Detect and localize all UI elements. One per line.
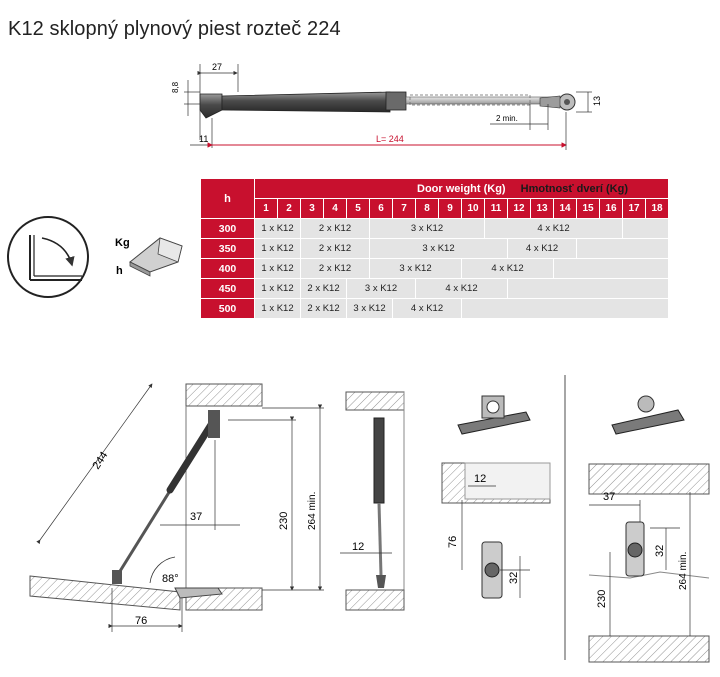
dim-32-right: 32 [654, 545, 666, 557]
column-header: 18 [645, 198, 669, 219]
dim-37-right: 37 [603, 491, 615, 503]
dim-76-bracket: 76 [447, 536, 459, 548]
dim-76-left: 76 [135, 615, 147, 627]
table-cell [576, 238, 669, 259]
column-header: 12 [507, 198, 531, 219]
door-weight-table: h Door weight (Kg) Hmotnosť dverí (Kg) 1… [200, 178, 669, 319]
table-cell: 1 x K12 [254, 298, 301, 319]
column-header: 1 [254, 198, 278, 219]
table-cell: 2 x K12 [300, 258, 370, 279]
table-cell: 4 x K12 [392, 298, 462, 319]
column-header: 13 [530, 198, 554, 219]
dim-37-left: 37 [190, 511, 202, 523]
column-header: 3 [300, 198, 324, 219]
table-cell: 1 x K12 [254, 258, 301, 279]
dim-88-deg: 88° [162, 573, 179, 585]
side-view-drawing: 12 [340, 391, 405, 611]
table-cell: 3 x K12 [346, 278, 416, 299]
dim-13: 13 [592, 96, 602, 106]
column-header: 17 [622, 198, 646, 219]
column-header: 10 [461, 198, 485, 219]
dim-230-right: 230 [596, 590, 608, 608]
column-header: 5 [346, 198, 370, 219]
table-cell: 1 x K12 [254, 218, 301, 239]
table-cell: 1 x K12 [254, 238, 301, 259]
table-cell: 4 x K12 [415, 278, 508, 299]
bottom-install-drawing: 244 37 230 264 min. 88° 76 [29, 383, 324, 632]
dim-12-side: 12 [352, 541, 364, 553]
dim-230-left: 230 [278, 512, 290, 530]
mount-bracket-middle: 12 76 32 [441, 395, 551, 599]
dim-length: L= 244 [376, 134, 404, 144]
table-cell: 3 x K12 [369, 258, 462, 279]
column-header: 15 [576, 198, 600, 219]
top-piston-drawing: 27 8,8 11 L= 244 2 min. 13 [171, 62, 602, 150]
dim-264-left: 264 min. [307, 492, 318, 530]
door-weight-header: Door weight (Kg) Hmotnosť dverí (Kg) [254, 178, 669, 199]
dim-244-diag: 244 [90, 450, 110, 472]
door-weight-label: Door weight (Kg) [417, 182, 506, 195]
table-cell: 4 x K12 [484, 218, 623, 239]
dim-12-bracket: 12 [474, 473, 486, 485]
table-cell [622, 218, 669, 239]
table-cell: 4 x K12 [507, 238, 577, 259]
dim-8-8: 8,8 [171, 81, 180, 93]
row-h-value: 350 [200, 238, 255, 259]
table-cell: 4 x K12 [461, 258, 554, 279]
mount-bracket-right: 37 32 230 264 min. [588, 395, 710, 663]
column-header: 6 [369, 198, 393, 219]
table-cell: 3 x K12 [346, 298, 393, 319]
table-cell: 2 x K12 [300, 298, 347, 319]
h-header: h [200, 178, 255, 219]
row-h-value: 300 [200, 218, 255, 239]
column-header: 9 [438, 198, 462, 219]
column-header: 8 [415, 198, 439, 219]
dim-11: 11 [199, 134, 208, 144]
table-cell: 3 x K12 [369, 218, 485, 239]
table-cell: 2 x K12 [300, 278, 347, 299]
column-header: 11 [484, 198, 508, 219]
dim-32-bracket: 32 [508, 572, 520, 584]
table-cell [461, 298, 669, 319]
column-header: 4 [323, 198, 347, 219]
table-cell: 2 x K12 [300, 218, 370, 239]
column-header: 14 [553, 198, 577, 219]
row-h-value: 400 [200, 258, 255, 279]
h-label: h [116, 265, 123, 277]
table-cell: 2 x K12 [300, 238, 370, 259]
table-cell [553, 258, 669, 279]
dim-2-min: 2 min. [496, 114, 518, 123]
hinge-weight-icon: Kg h [115, 237, 183, 277]
column-header: 2 [277, 198, 301, 219]
page-title: K12 sklopný plynový piest rozteč 224 [8, 18, 341, 40]
table-cell: 3 x K12 [369, 238, 508, 259]
table-cell [507, 278, 669, 299]
kg-label: Kg [115, 237, 130, 249]
row-h-value: 450 [200, 278, 255, 299]
door-open-icon [7, 216, 89, 298]
dim-27: 27 [212, 62, 222, 72]
column-header: 7 [392, 198, 416, 219]
dim-264-right: 264 min. [678, 552, 689, 590]
column-header: 16 [599, 198, 623, 219]
hmotnost-label: Hmotnosť dverí (Kg) [520, 182, 628, 195]
row-h-value: 500 [200, 298, 255, 319]
table-cell: 1 x K12 [254, 278, 301, 299]
